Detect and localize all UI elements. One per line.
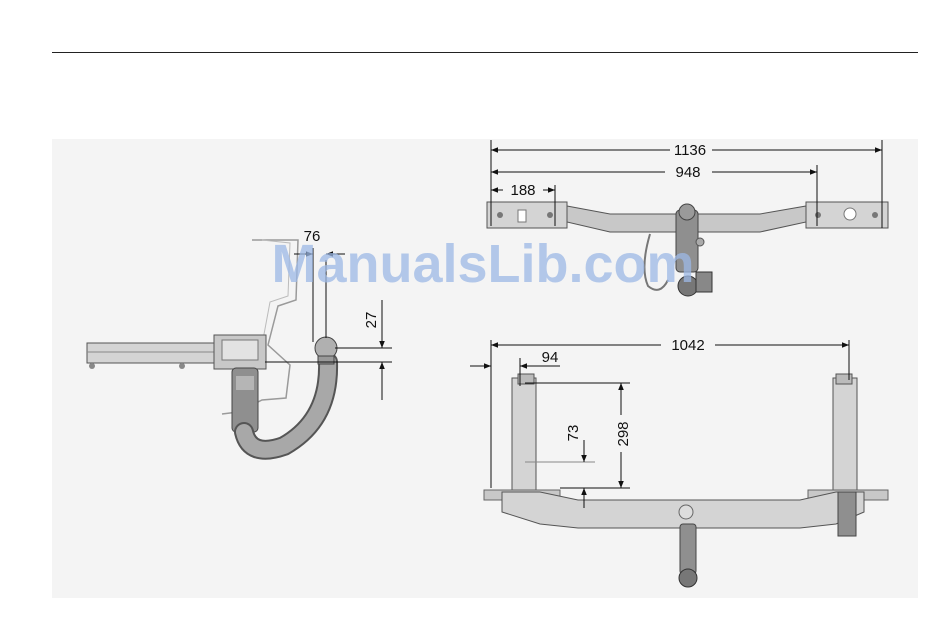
mount-distance-label: 948: [675, 164, 700, 181]
side-height-label: 27: [363, 312, 380, 329]
bottom-width-label: 1042: [671, 337, 704, 354]
overall-length-label: 1136: [674, 142, 706, 159]
bottom-long-label: 298: [615, 421, 632, 446]
bottom-short-label: 73: [565, 425, 582, 442]
bottom-offset-label: 94: [542, 349, 559, 366]
watermark: ManualsLib.com: [271, 234, 694, 294]
bottom-view-drawing: [470, 340, 888, 587]
left-offset-label: 188: [510, 182, 535, 199]
